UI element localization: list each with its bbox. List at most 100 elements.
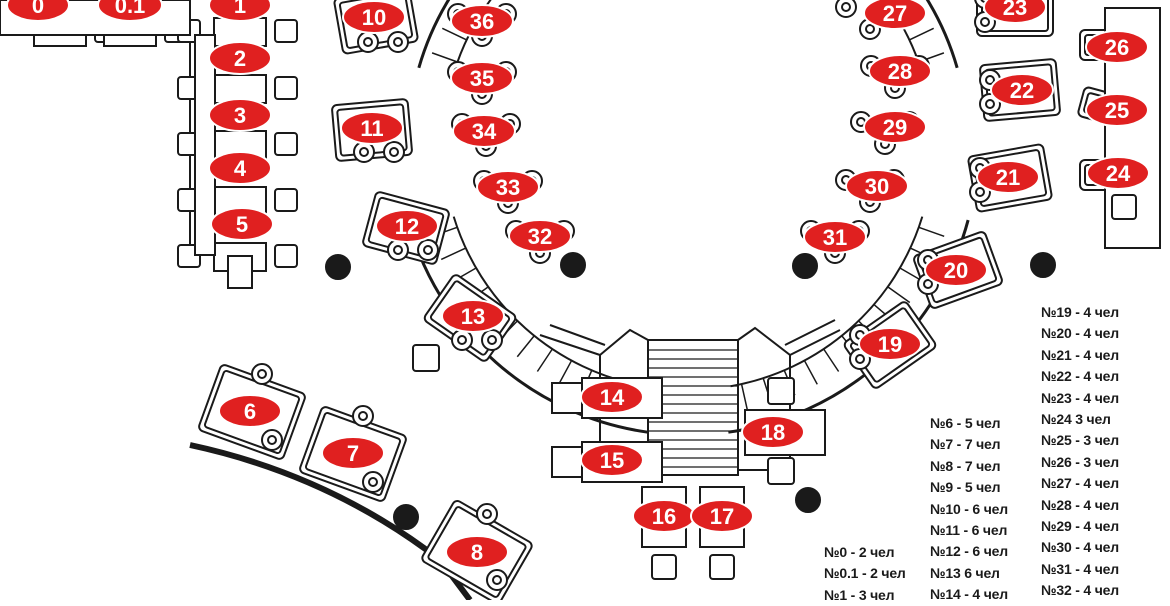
column	[560, 252, 586, 278]
table-number: 17	[710, 504, 734, 529]
bar-segment	[803, 360, 818, 385]
table-badge[interactable]	[508, 219, 572, 253]
table-badge[interactable]	[924, 253, 988, 287]
table-badge[interactable]	[450, 61, 514, 95]
table-label-21[interactable]: 21	[976, 160, 1040, 194]
table-badge[interactable]	[580, 443, 644, 477]
table-badge[interactable]	[863, 110, 927, 144]
table-label-4[interactable]: 4	[208, 151, 272, 185]
table-badge[interactable]	[990, 73, 1054, 107]
table-badge[interactable]	[321, 436, 385, 470]
table-label-20[interactable]: 20	[924, 253, 988, 287]
stool-seat	[980, 17, 990, 27]
table-label-0_1[interactable]: 0.1	[97, 0, 163, 22]
table-number: 33	[496, 175, 520, 200]
table-label-11[interactable]: 11	[340, 111, 404, 145]
table-label-19[interactable]: 19	[858, 327, 922, 361]
table-label-2[interactable]: 2	[208, 41, 272, 75]
table-badge[interactable]	[97, 0, 163, 22]
table-label-15[interactable]: 15	[580, 443, 644, 477]
table-badge[interactable]	[340, 111, 404, 145]
table-badge[interactable]	[580, 380, 644, 414]
table-label-6[interactable]: 6	[218, 394, 282, 428]
table-badge[interactable]	[342, 0, 406, 34]
table-badge[interactable]	[208, 98, 272, 132]
table-number: 22	[1010, 78, 1034, 103]
table-label-10[interactable]: 10	[342, 0, 406, 34]
table-label-3[interactable]: 3	[208, 98, 272, 132]
table-label-35[interactable]: 35	[450, 61, 514, 95]
table-label-34[interactable]: 34	[452, 114, 516, 148]
table-badge[interactable]	[1085, 93, 1149, 127]
bar-segment	[431, 52, 458, 63]
table-label-22[interactable]: 22	[990, 73, 1054, 107]
table-label-13[interactable]: 13	[441, 299, 505, 333]
table-label-28[interactable]: 28	[868, 54, 932, 88]
table-badge[interactable]	[375, 209, 439, 243]
table-label-5[interactable]: 5	[210, 207, 274, 241]
table-badge[interactable]	[868, 54, 932, 88]
table-label-17[interactable]: 17	[690, 499, 754, 533]
legend-entry: №19 - 4 чел	[1041, 304, 1119, 320]
table-badge[interactable]	[976, 160, 1040, 194]
chair	[274, 244, 298, 268]
table-label-32[interactable]: 32	[508, 219, 572, 253]
table-number: 12	[395, 214, 419, 239]
stool-seat	[358, 411, 368, 421]
table-label-36[interactable]: 36	[450, 4, 514, 38]
table-label-31[interactable]: 31	[803, 220, 867, 254]
column	[792, 253, 818, 279]
table-badge[interactable]	[1086, 156, 1150, 190]
table-label-29[interactable]: 29	[863, 110, 927, 144]
table-badge[interactable]	[445, 535, 509, 569]
table-badge[interactable]	[6, 0, 70, 22]
legend-entry: №11 - 6 чел	[930, 521, 1008, 538]
legend-entry: №6 - 5 чел	[930, 415, 1001, 431]
table-badge[interactable]	[452, 114, 516, 148]
table-badge[interactable]	[218, 394, 282, 428]
table-badge[interactable]	[690, 499, 754, 533]
table-number: 8	[471, 540, 483, 565]
chair	[767, 457, 795, 485]
table-label-0[interactable]: 0	[6, 0, 70, 22]
table-badge[interactable]	[983, 0, 1047, 24]
table-label-16[interactable]: 16	[632, 499, 696, 533]
table-label-30[interactable]: 30	[845, 169, 909, 203]
table-badge[interactable]	[863, 0, 927, 30]
table-badge[interactable]	[858, 327, 922, 361]
table-label-7[interactable]: 7	[321, 436, 385, 470]
table-badge[interactable]	[803, 220, 867, 254]
table-label-26[interactable]: 26	[1085, 30, 1149, 64]
table-badge[interactable]	[210, 207, 274, 241]
legend-entry: №9 - 5 чел	[930, 479, 1001, 496]
table-badge[interactable]	[208, 0, 272, 22]
table-badge[interactable]	[476, 170, 540, 204]
table-label-14[interactable]: 14	[580, 380, 644, 414]
bar-segment	[908, 27, 935, 41]
table-label-12[interactable]: 12	[375, 209, 439, 243]
table-label-25[interactable]: 25	[1085, 93, 1149, 127]
table-badge[interactable]	[845, 169, 909, 203]
table-number: 2	[234, 46, 246, 71]
table-label-23[interactable]: 23	[983, 0, 1047, 24]
table-number: 25	[1105, 98, 1129, 123]
table-number: 19	[878, 332, 902, 357]
table-label-1[interactable]: 1	[208, 0, 272, 22]
table-badge[interactable]	[741, 415, 805, 449]
table-label-27[interactable]: 27	[863, 0, 927, 30]
legend-entry: №7 - 7 чел	[930, 436, 1001, 453]
table-number: 29	[883, 115, 907, 140]
table-number: 34	[472, 119, 497, 144]
legend-entry: №28 - 4 чел	[1041, 496, 1119, 513]
table-badge[interactable]	[208, 41, 272, 75]
table-label-24[interactable]: 24	[1086, 156, 1150, 190]
table-badge[interactable]	[1085, 30, 1149, 64]
table-badge[interactable]	[450, 4, 514, 38]
legend-entry: №29 - 4 чел	[1041, 517, 1119, 534]
table-label-8[interactable]: 8	[445, 535, 509, 569]
table-label-33[interactable]: 33	[476, 170, 540, 204]
table-number: 1	[234, 0, 246, 18]
table-badge[interactable]	[208, 151, 272, 185]
table-badge[interactable]	[441, 299, 505, 333]
table-label-18[interactable]: 18	[741, 415, 805, 449]
